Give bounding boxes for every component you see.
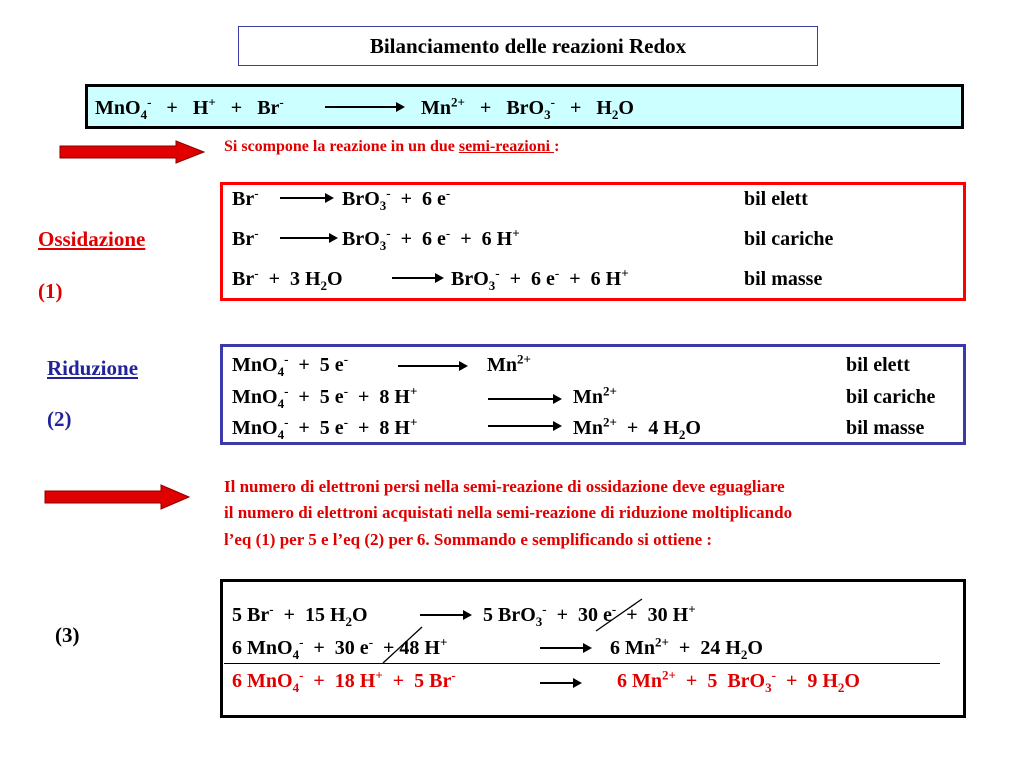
ox-line-3-tag: bil masse: [744, 268, 823, 290]
sum-box: [220, 579, 966, 718]
sum-divider: [224, 663, 940, 664]
reduction-label: Riduzione: [47, 356, 139, 380]
ox-line-2-left: Br-: [232, 225, 259, 250]
ox-line-1-arrow: [280, 193, 334, 203]
ox-line-1-right: BrO3- + 6 e-: [342, 185, 451, 213]
overall-right: Mn2+ + BrO3- + H2O: [421, 94, 634, 122]
red-line-3-right: Mn2+ + 4 H2O: [573, 414, 701, 442]
red-arrow-icon: [59, 140, 206, 164]
ox-line-1-left: Br-: [232, 185, 259, 210]
ox-line-1-tag: bil elett: [744, 188, 808, 210]
red-line-3-tag: bil masse: [846, 417, 925, 439]
cancel-marks: [382, 598, 643, 664]
sum-line-2-left: 6 MnO4- + 30 e- + 48 H+: [232, 634, 448, 662]
sum-line-3-left: 6 MnO4- + 18 H+ + 5 Br-: [232, 667, 456, 695]
red-line-1-tag: bil elett: [846, 354, 910, 376]
overall-equation-box: [85, 84, 964, 129]
ox-line-2-arrow: [280, 233, 338, 243]
sum-line-3-right: 6 Mn2+ + 5 BrO3- + 9 H2O: [617, 667, 860, 695]
oxidation-number: (1): [38, 279, 63, 303]
oxidation-label: Ossidazione: [38, 227, 146, 251]
red-line-2-left: MnO4- + 5 e- + 8 H+: [232, 383, 418, 411]
ox-line-3-arrow: [392, 273, 444, 283]
overall-arrow: [325, 102, 405, 112]
red-arrow-icon-2: [44, 484, 191, 510]
ox-line-3-left: Br- + 3 H2O: [232, 265, 343, 293]
sum-number: (3): [55, 623, 80, 647]
sum-line-2-arrow: [540, 643, 592, 653]
overall-left: MnO4- + H+ + Br-: [95, 94, 284, 122]
ox-line-2-right: BrO3- + 6 e- + 6 H+: [342, 225, 520, 253]
red-line-2-arrow: [488, 394, 562, 404]
red-line-1-right: Mn2+: [487, 351, 531, 376]
oxidation-box: [220, 182, 966, 301]
page-title: Bilanciamento delle reazioni Redox: [238, 26, 818, 66]
ox-line-2-tag: bil cariche: [744, 228, 834, 250]
sum-line-3-arrow: [540, 678, 582, 688]
sum-line-1-arrow: [420, 610, 472, 620]
red-line-1-left: MnO4- + 5 e-: [232, 351, 349, 379]
reduction-box: [220, 344, 966, 445]
red-line-3-left: MnO4- + 5 e- + 8 H+: [232, 414, 418, 442]
red-line-2-tag: bil cariche: [846, 386, 936, 408]
note-split: Si scompone la reazione in un due semi-r…: [224, 138, 560, 155]
red-line-2-right: Mn2+: [573, 383, 617, 408]
note-multiply: Il numero di elettroni persi nella semi-…: [224, 477, 793, 549]
reduction-number: (2): [47, 407, 72, 431]
red-line-3-arrow: [488, 421, 562, 431]
sum-line-2-right: 6 Mn2+ + 24 H2O: [610, 634, 763, 662]
sum-line-1-right: 5 BrO3- + 30 e- + 30 H+: [483, 601, 696, 629]
sum-line-1-left: 5 Br- + 15 H2O: [232, 601, 368, 629]
red-line-1-arrow: [398, 361, 468, 371]
ox-line-3-right: BrO3- + 6 e- + 6 H+: [451, 265, 629, 293]
